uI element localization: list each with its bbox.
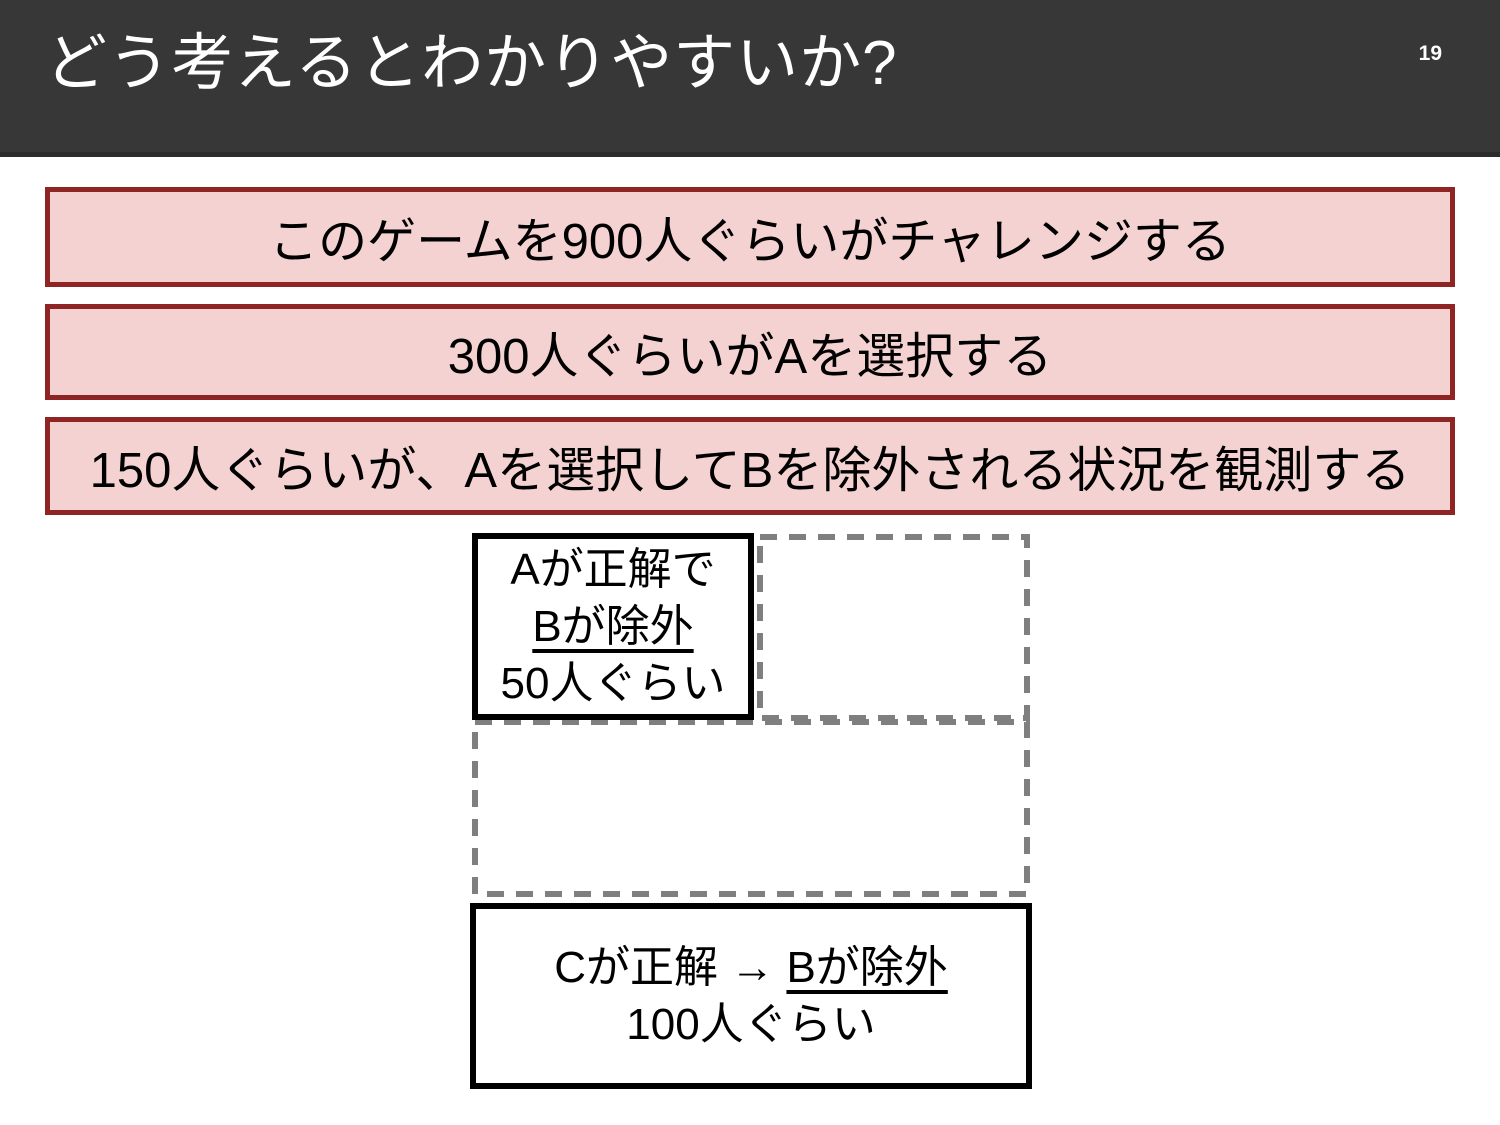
solid-box-a-correct: Aが正解で Bが除外 50人ぐらい [472, 533, 754, 720]
solid-box-c-correct: Cが正解 → Bが除外 100人ぐらい [470, 903, 1032, 1089]
funnel-box-challengers-label: このゲームを900人ぐらいがチャレンジする [269, 214, 1231, 269]
funnel-box-challengers: このゲームを900人ぐらいがチャレンジする [45, 187, 1455, 287]
a-correct-line2-underlined: Bが除外 [532, 601, 694, 651]
c-correct-line1: Cが正解 → Bが除外 [554, 939, 948, 996]
dashed-box-middle [472, 719, 1030, 897]
funnel-box-observe-b-removed-label: 150人ぐらいが、Aを選択してBを除外される状況を観測する [89, 443, 1411, 498]
a-correct-line3: 50人ぐらい [500, 659, 726, 709]
a-correct-line1: Aが正解で [510, 544, 716, 594]
funnel-box-choose-a-label: 300人ぐらいがAを選択する [447, 329, 1053, 384]
funnel-box-observe-b-removed: 150人ぐらいが、Aを選択してBを除外される状況を観測する [45, 417, 1455, 515]
page-title: どう考えるとわかりやすいか? [45, 29, 898, 98]
c-correct-line1-prefix: Cが正解 → [554, 942, 787, 992]
c-correct-line1-underlined: Bが除外 [786, 942, 948, 992]
c-correct-line2: 100人ぐらい [626, 1000, 876, 1049]
page-number: 19 [1418, 42, 1442, 65]
dashed-box-top-right [757, 534, 1030, 721]
funnel-box-choose-a: 300人ぐらいがAを選択する [45, 304, 1455, 400]
slide-header: どう考えるとわかりやすいか? 19 [0, 0, 1500, 157]
